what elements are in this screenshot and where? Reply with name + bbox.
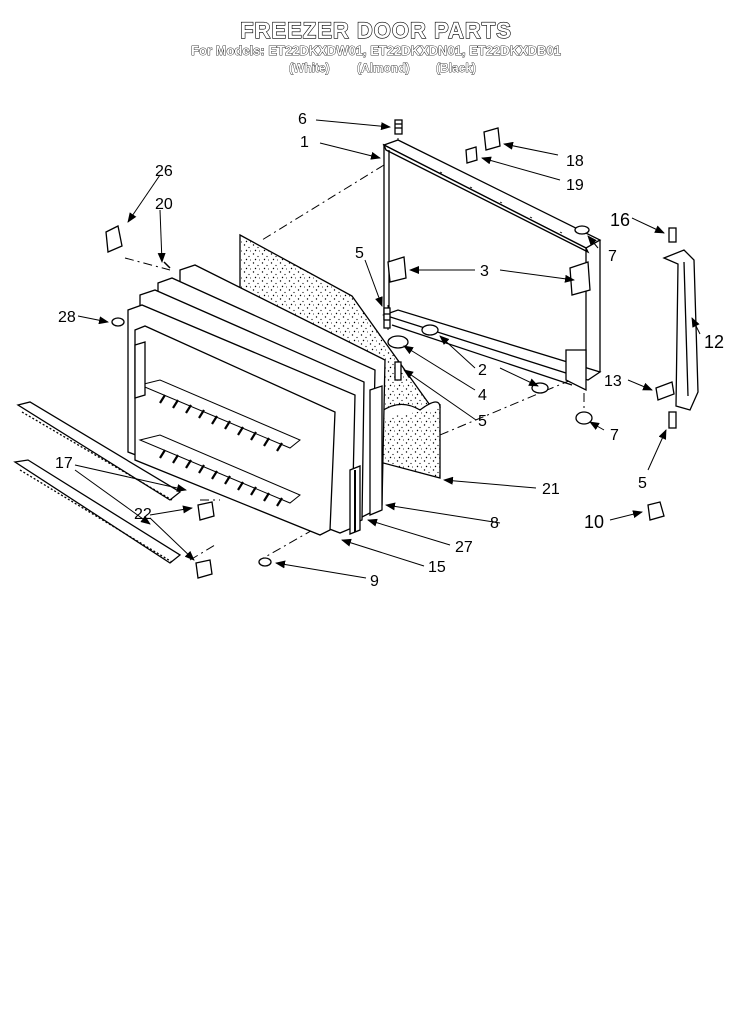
callout-4: 4 (478, 387, 487, 404)
callout-18: 18 (566, 153, 584, 170)
callout-19: 19 (566, 177, 584, 194)
callout-22: 22 (134, 506, 152, 523)
fasteners (111, 119, 677, 567)
cap-part-7 (574, 225, 590, 235)
rail-end-cap (197, 501, 215, 521)
callout-28: 28 (58, 309, 76, 326)
outer-door-frame (381, 139, 602, 392)
callout-21: 21 (542, 481, 560, 498)
callout-leaders (74, 119, 701, 579)
handle-trim (655, 381, 675, 401)
callout-2: 2 (478, 362, 487, 379)
color-almond: (Almond) (357, 61, 410, 76)
callout-20: 20 (155, 196, 173, 213)
label-part-18 (483, 127, 501, 151)
rail-end-cap-lower (195, 559, 213, 579)
callout-3: 3 (480, 263, 489, 280)
callout-7-upper: 7 (608, 248, 617, 265)
callout-7-lower: 7 (610, 427, 619, 444)
callout-5-lower: 5 (638, 475, 647, 492)
hinge-bracket-right (569, 261, 591, 296)
callout-13: 13 (604, 373, 622, 390)
label-part-19 (465, 146, 478, 164)
gasket-strip (369, 385, 383, 516)
callout-1: 1 (300, 134, 309, 151)
cap-part-7-lower (575, 411, 593, 425)
callout-numbers: 6 1 18 19 26 20 5 3 16 7 28 2 4 5 12 13 … (55, 111, 724, 590)
clip-part-26 (105, 225, 123, 253)
color-black: (Black) (436, 61, 477, 76)
callout-5-middle: 5 (478, 413, 487, 430)
callout-15: 15 (428, 559, 446, 576)
color-white: (White) (289, 61, 330, 76)
shelf-rails (13, 401, 182, 564)
callout-6: 6 (298, 111, 307, 128)
page-title: FREEZER DOOR PARTS (239, 17, 512, 43)
color-variants: (White) (Almond) (Black) (0, 61, 752, 79)
callout-26: 26 (155, 163, 173, 180)
callout-10: 10 (584, 512, 604, 532)
door-handle (662, 249, 699, 411)
callout-12: 12 (704, 332, 724, 352)
hinge-plate-part-4 (387, 335, 409, 349)
model-list: For Models: ET22DKXDW01, ET22DKXDN01, ET… (191, 43, 562, 59)
callout-16: 16 (610, 210, 630, 230)
hinge-bracket-upper (387, 256, 407, 283)
callout-27: 27 (455, 539, 473, 556)
part-10 (647, 501, 665, 521)
callout-17: 17 (55, 455, 73, 472)
callout-8: 8 (490, 515, 499, 532)
callout-9: 9 (370, 573, 379, 590)
door-liner (127, 264, 386, 536)
bushing (421, 324, 439, 336)
callout-5-upper: 5 (355, 245, 364, 262)
